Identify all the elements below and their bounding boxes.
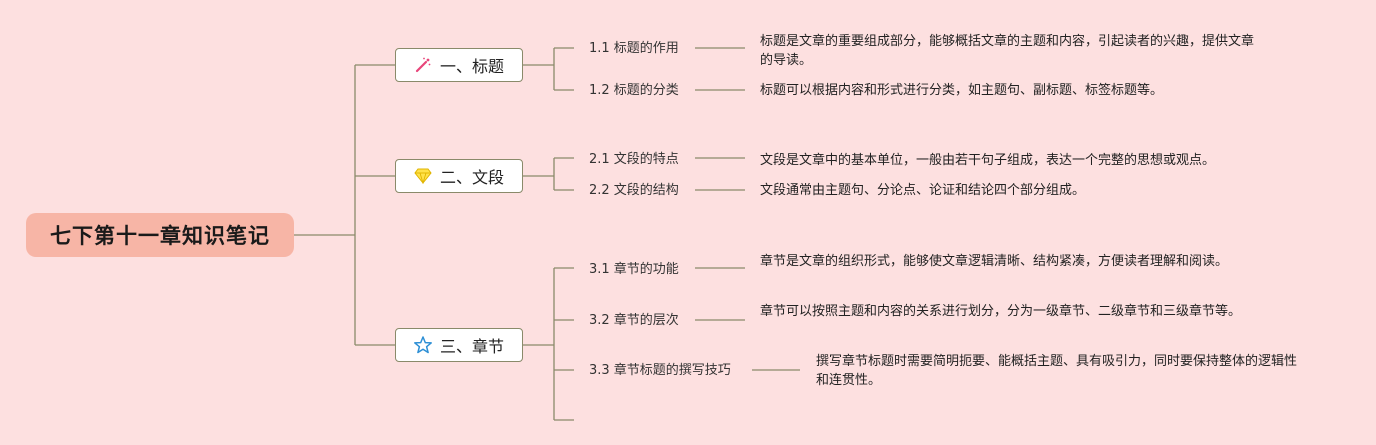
- subtopic-2-2[interactable]: 2.2 文段的结构: [589, 183, 679, 198]
- subtopic-3-3[interactable]: 3.3 章节标题的撰写技巧: [589, 363, 731, 378]
- branch-title[interactable]: 一、标题: [395, 48, 523, 82]
- subtopic-3-1[interactable]: 3.1 章节的功能: [589, 262, 679, 277]
- description-3-2: 章节可以按照主题和内容的关系进行划分，分为一级章节、二级章节和三级章节等。: [760, 304, 1242, 319]
- branch-chapter[interactable]: 三、章节: [395, 328, 523, 362]
- star-icon: [414, 336, 432, 354]
- branch-label: 二、文段: [439, 168, 504, 187]
- subtopic-2-1[interactable]: 2.1 文段的特点: [589, 152, 679, 167]
- branch-label: 一、标题: [439, 57, 504, 76]
- root-topic[interactable]: 七下第十一章知识笔记: [26, 213, 294, 257]
- description-2-2: 文段通常由主题句、分论点、论证和结论四个部分组成。: [760, 183, 1086, 198]
- description-3-3: 撰写章节标题时需要简明扼要、能概括主题、具有吸引力，同时要保持整体的逻辑性和连贯…: [816, 354, 1298, 388]
- subtopic-1-1[interactable]: 1.1 标题的作用: [589, 41, 679, 56]
- description-1-1: 标题是文章的重要组成部分，能够概括文章的主题和内容，引起读者的兴趣，提供文章的导…: [760, 34, 1255, 68]
- description-3-1: 章节是文章的组织形式，能够使文章逻辑清晰、结构紧凑，方便读者理解和阅读。: [760, 254, 1229, 269]
- branch-paragraph[interactable]: 二、文段: [395, 159, 523, 193]
- subtopic-3-2[interactable]: 3.2 章节的层次: [589, 313, 679, 328]
- subtopic-1-2[interactable]: 1.2 标题的分类: [589, 83, 679, 98]
- description-1-2: 标题可以根据内容和形式进行分类，如主题句、副标题、标签标题等。: [760, 83, 1164, 98]
- gem-icon: [414, 168, 432, 184]
- description-2-1: 文段是文章中的基本单位，一般由若干句子组成，表达一个完整的思想或观点。: [760, 153, 1216, 168]
- branch-label: 三、章节: [439, 337, 504, 356]
- magic-wand-icon: [414, 56, 432, 74]
